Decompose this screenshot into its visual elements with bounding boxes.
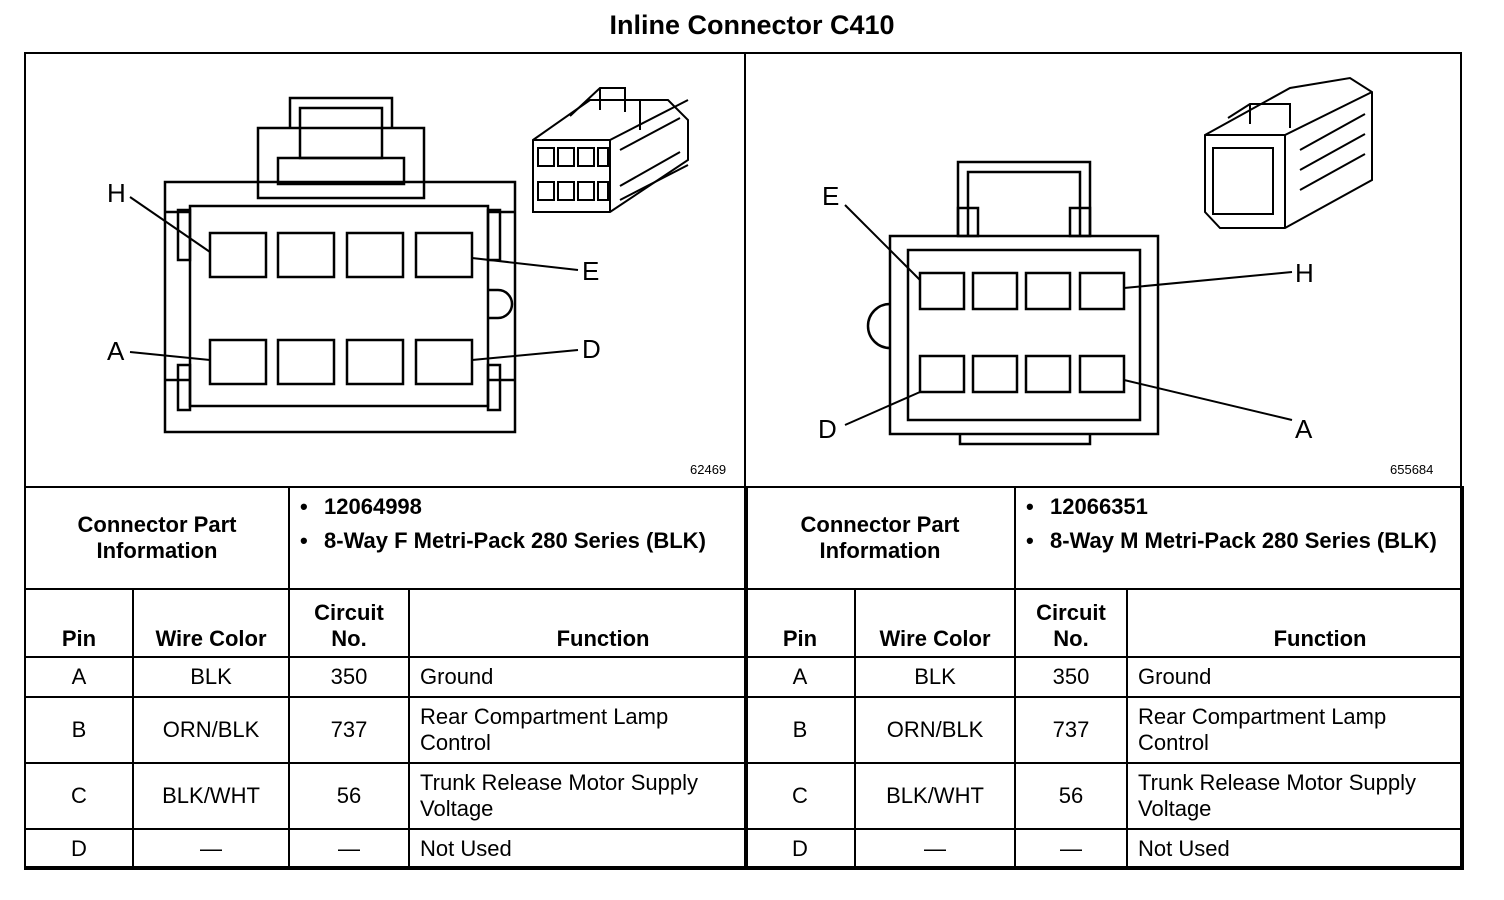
part-info-item: •12066351 [1026, 494, 1148, 519]
function-cell: Rear Compartment Lamp Control [408, 696, 749, 764]
table-row: D — — Not Used [744, 828, 1465, 870]
table-row: C BLK/WHT 56 Trunk Release Motor Supply … [24, 762, 749, 830]
female-pin-label-a: A [107, 336, 125, 366]
circuit-cell: 56 [1014, 762, 1129, 830]
circuit-cell: — [1014, 828, 1129, 870]
circuit-cell: 350 [1014, 656, 1129, 698]
wire-color-cell: ORN/BLK [131, 696, 291, 764]
table-row: C BLK/WHT 56 Trunk Release Motor Supply … [744, 762, 1465, 830]
function-cell: Rear Compartment Lamp Control [1126, 696, 1465, 764]
circuit-cell: 737 [288, 696, 411, 764]
wire-color-cell: — [853, 828, 1017, 870]
col-header-function: Function [408, 588, 749, 658]
part-info-row: Connector Part Information •12066351 •8-… [743, 486, 1465, 590]
female-pin-label-h: H [107, 178, 126, 208]
col-header-pin: Pin [744, 588, 856, 658]
panel-divider [744, 52, 746, 868]
pin-cell: C [744, 762, 856, 830]
part-info-row: Connector Part Information •12064998 •8-… [23, 486, 749, 590]
col-header-wire-color: Wire Color [131, 588, 291, 658]
wire-color-cell: BLK [131, 656, 291, 698]
wire-color-cell: BLK/WHT [853, 762, 1017, 830]
table-row: A BLK 350 Ground [24, 656, 749, 698]
circuit-cell: 737 [1014, 696, 1129, 764]
male-pin-leader-lines [844, 204, 1293, 426]
table-row: B ORN/BLK 737 Rear Compartment Lamp Cont… [24, 696, 749, 764]
circuit-cell: 350 [288, 656, 411, 698]
male-connector-face [866, 160, 1160, 446]
wire-color-cell: BLK [853, 656, 1017, 698]
pin-cell: C [24, 762, 134, 830]
female-pin-cavities [208, 231, 474, 386]
pin-cell: A [24, 656, 134, 698]
pin-cell: B [24, 696, 134, 764]
function-cell: Ground [1126, 656, 1465, 698]
male-pinout-table: Connector Part Information •12066351 •8-… [743, 486, 1465, 870]
circuit-cell: 56 [288, 762, 411, 830]
col-header-circuit-no: Circuit No. [288, 588, 411, 658]
function-cell: Ground [408, 656, 749, 698]
male-pin-label-h: H [1295, 258, 1314, 288]
part-info-item: •12064998 [300, 494, 422, 519]
column-header-row: Pin Wire Color Circuit No. Function [24, 588, 749, 658]
male-pin-cavities [918, 271, 1126, 394]
col-header-pin: Pin [24, 588, 134, 658]
pin-cell: D [24, 828, 134, 870]
part-info-list: •12066351 •8-Way M Metri-Pack 280 Series… [1014, 486, 1465, 590]
wire-color-cell: BLK/WHT [131, 762, 291, 830]
function-cell: Not Used [408, 828, 749, 870]
pin-cell: A [744, 656, 856, 698]
female-connector-iso-icon [532, 87, 689, 213]
male-connector-iso-icon [1204, 76, 1373, 229]
table-row: A BLK 350 Ground [744, 656, 1465, 698]
female-pin-leader-lines [129, 196, 579, 361]
male-pin-label-d: D [818, 414, 837, 444]
male-pin-label-a: A [1295, 414, 1313, 444]
table-row: D — — Not Used [24, 828, 749, 870]
col-header-function: Function [1126, 588, 1465, 658]
pin-cell: B [744, 696, 856, 764]
function-cell: Not Used [1126, 828, 1465, 870]
function-cell: Trunk Release Motor Supply Voltage [408, 762, 749, 830]
pin-cell: D [744, 828, 856, 870]
figure-id-left: 62469 [690, 462, 727, 477]
part-info-item: •8-Way M Metri-Pack 280 Series (BLK) [1026, 528, 1437, 553]
wire-color-cell: ORN/BLK [853, 696, 1017, 764]
figure-id-right: 655684 [1390, 462, 1434, 477]
part-info-label: Connector Part Information [23, 486, 291, 590]
wire-color-cell: — [131, 828, 291, 870]
male-pin-label-e: E [822, 181, 839, 211]
part-info-list: •12064998 •8-Way F Metri-Pack 280 Series… [288, 486, 749, 590]
male-connector-diagram: E H D A [818, 76, 1373, 446]
column-header-row: Pin Wire Color Circuit No. Function [744, 588, 1465, 658]
female-connector-diagram: H E A D [107, 87, 689, 434]
col-header-wire-color: Wire Color [853, 588, 1017, 658]
female-pinout-table: Connector Part Information •12064998 •8-… [23, 486, 749, 870]
female-pin-label-e: E [582, 256, 599, 286]
col-header-circuit-no: Circuit No. [1014, 588, 1129, 658]
circuit-cell: — [288, 828, 411, 870]
part-info-item: •8-Way F Metri-Pack 280 Series (BLK) [300, 528, 706, 553]
female-connector-face [163, 96, 517, 434]
table-row: B ORN/BLK 737 Rear Compartment Lamp Cont… [744, 696, 1465, 764]
female-pin-label-d: D [582, 334, 601, 364]
part-info-label: Connector Part Information [743, 486, 1017, 590]
function-cell: Trunk Release Motor Supply Voltage [1126, 762, 1465, 830]
page-title: Inline Connector C410 [609, 10, 895, 40]
